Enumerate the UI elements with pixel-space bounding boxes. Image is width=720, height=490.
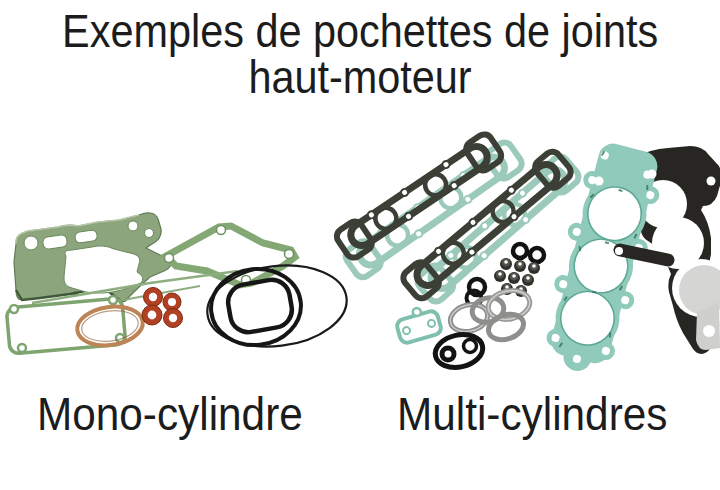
label-mono-cylindre: Mono-cylindre [37,387,326,441]
multi-cylinder-kit-photo [334,131,720,381]
black-o-ring-set [432,330,486,371]
orange-crush-washers [142,288,183,328]
label-multi-cylindres: Multi-cylindres [397,387,691,441]
teal-exhaust-gasket [394,303,443,344]
mono-cylinder-kit-photo [6,213,351,354]
green-base-gasket [14,213,171,301]
